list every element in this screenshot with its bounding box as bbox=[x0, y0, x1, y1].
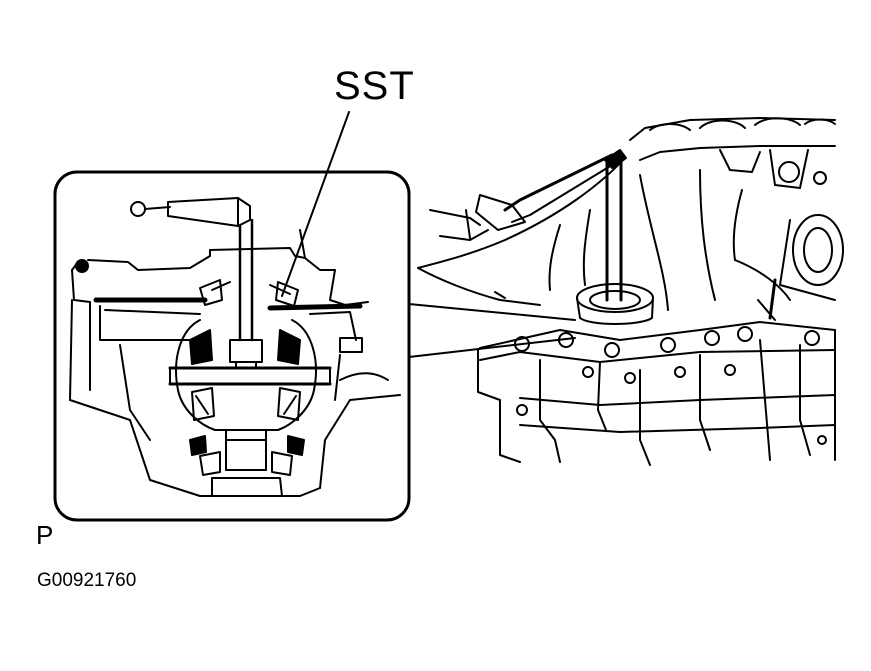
figure-code-label: G00921760 bbox=[37, 570, 137, 591]
view-letter-label: P bbox=[36, 520, 54, 550]
inset-frame bbox=[55, 172, 409, 520]
sst-pointer-line bbox=[282, 112, 349, 296]
inset-leader-lines bbox=[409, 304, 575, 357]
transaxle-housing-icon bbox=[418, 118, 843, 465]
differential-cross-section-icon bbox=[70, 198, 400, 496]
sst-callout-label: SST bbox=[334, 64, 415, 108]
